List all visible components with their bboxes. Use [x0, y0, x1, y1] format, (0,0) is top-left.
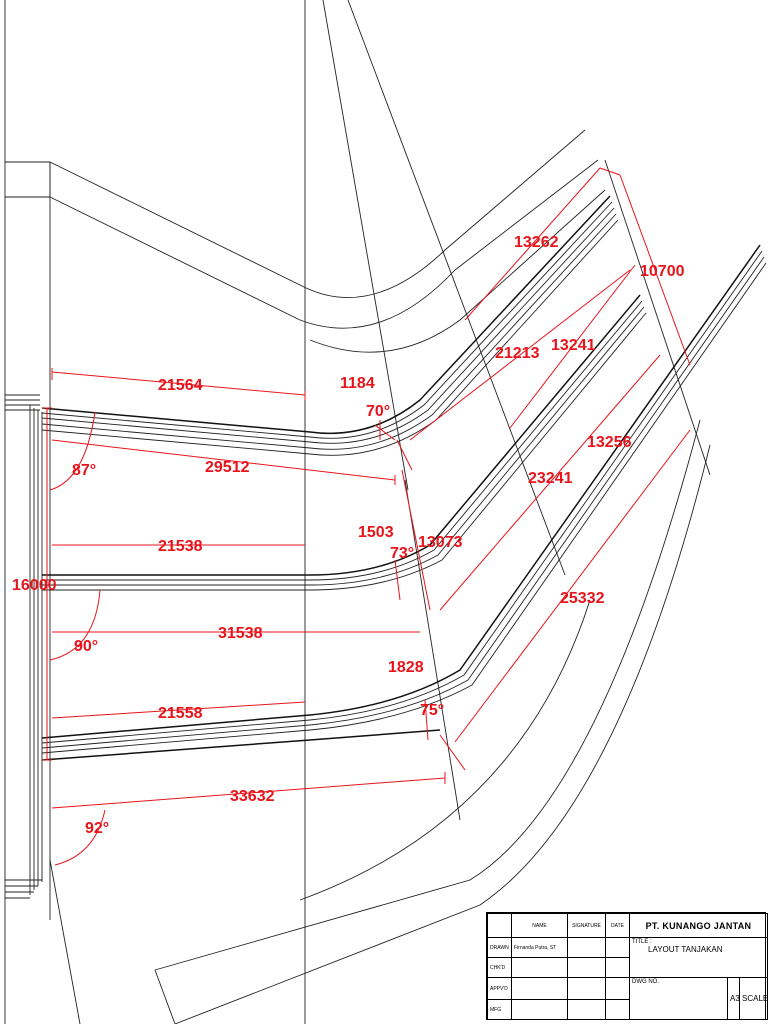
title-block: NAME SIGNATURE DATE PT. KUNANGO JANTAN D… — [486, 912, 768, 1020]
dwg-no-cell: DWG NO. — [629, 977, 728, 1020]
col-date-header: DATE — [605, 913, 630, 938]
drawn-label: DRAWN — [487, 937, 512, 958]
dim-1828: 1828 — [388, 659, 424, 676]
dwg-label: DWG NO. — [632, 979, 659, 985]
dim-21558: 21558 — [158, 705, 203, 722]
dim-angle-73: 73° — [390, 545, 414, 562]
dimension-lines — [42, 167, 691, 866]
dim-1184: 1184 — [340, 375, 375, 392]
dim-angle-90: 90° — [74, 638, 98, 655]
dim-23241: 23241 — [528, 470, 573, 487]
company-name: PT. KUNANGO JANTAN — [629, 913, 768, 938]
dim-angle-75: 75° — [420, 702, 444, 719]
dim-29512: 29512 — [205, 459, 250, 476]
track-2 — [42, 294, 647, 591]
chkd-label: CHK'D — [487, 957, 512, 978]
dim-angle-87: 87° — [72, 462, 96, 479]
track-3 — [41, 244, 767, 761]
dim-21538: 21538 — [158, 538, 203, 555]
dim-13241: 13241 — [551, 337, 596, 354]
track-1 — [41, 195, 619, 456]
appvd-label: APPV'D — [487, 977, 512, 1000]
dim-21564: 21564 — [158, 377, 203, 394]
dim-31538: 31538 — [218, 625, 263, 642]
dim-angle-70: 70° — [366, 403, 390, 420]
boundary-lines — [4, 0, 711, 1024]
title-cell: TITLE : LAYOUT TANJAKAN — [629, 937, 768, 978]
mfg-label: MFG — [487, 999, 512, 1020]
dim-33632: 33632 — [230, 788, 275, 805]
dim-21213: 21213 — [495, 345, 540, 362]
scale: SCALE : - — [739, 977, 768, 1020]
dim-13262: 13262 — [514, 234, 559, 251]
sheet-size: A3 — [727, 977, 740, 1020]
left-edge-lines — [5, 394, 43, 899]
dimension-labels: 21564 29512 1184 70° 87° 13262 10700 212… — [12, 234, 685, 837]
dim-angle-92: 92° — [85, 820, 109, 837]
dim-16000: 16000 — [12, 577, 57, 594]
dim-13073: 13073 — [418, 534, 463, 551]
dim-1503: 1503 — [358, 524, 394, 541]
dim-13256: 13256 — [587, 434, 632, 451]
title-value: LAYOUT TANJAKAN — [648, 945, 723, 954]
title-block-table: NAME SIGNATURE DATE PT. KUNANGO JANTAN D… — [487, 913, 768, 1020]
drawn-name: Firnanda Putra, ST — [511, 937, 568, 958]
dim-10700: 10700 — [640, 263, 685, 280]
col-name-header: NAME — [511, 913, 568, 938]
dim-25332: 25332 — [560, 590, 605, 607]
col-signature-header: SIGNATURE — [567, 913, 606, 938]
title-label: TITLE : — [632, 939, 652, 945]
